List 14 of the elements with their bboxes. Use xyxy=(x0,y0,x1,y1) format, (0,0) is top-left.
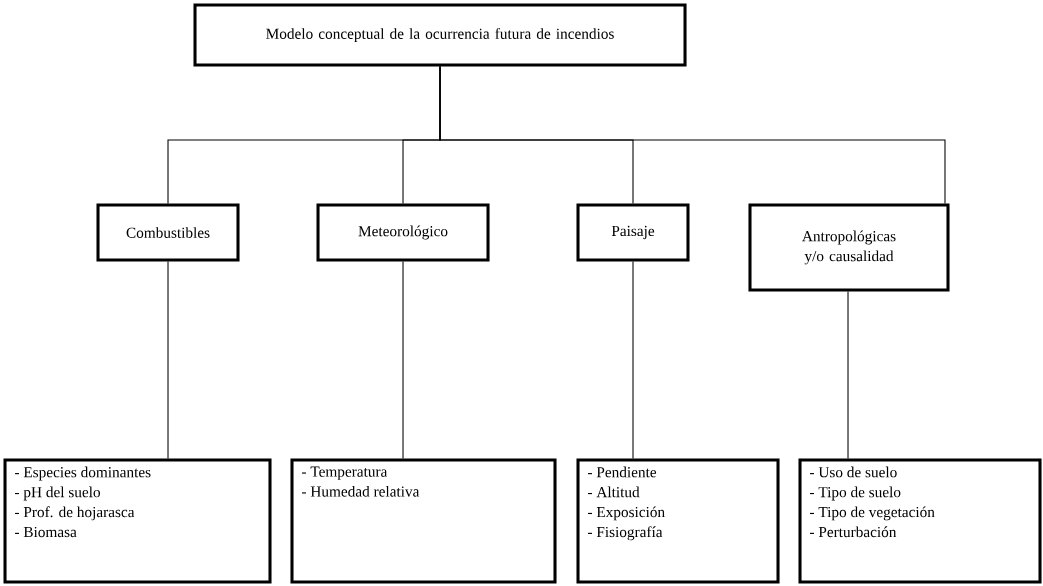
category-box: Meteorológico xyxy=(316,203,490,262)
connector-line xyxy=(167,261,169,459)
category-box: Paisaje xyxy=(576,203,690,262)
connector-line xyxy=(402,261,404,459)
category-box: Combustibles xyxy=(96,203,240,262)
list-box: - Pendiente - Altitud - Exposición - Fisiografía xyxy=(576,458,780,584)
connector-line xyxy=(847,290,849,459)
list-box: - Temperatura - Humedad relativa xyxy=(290,458,557,584)
title-box: Modelo conceptual de la ocurrencia futura de incendios xyxy=(193,3,687,67)
category-box: Antropológicas y/o causalidad xyxy=(748,203,950,292)
connector-line xyxy=(439,66,946,204)
list-box: - Uso de suelo - Tipo de suelo - Tipo de vegetación - Perturbación xyxy=(798,458,1042,584)
list-box: - Especies dominantes - pH del suelo - Prof. de hojarasca - Biomasa xyxy=(3,458,272,584)
connector-line xyxy=(632,261,634,459)
